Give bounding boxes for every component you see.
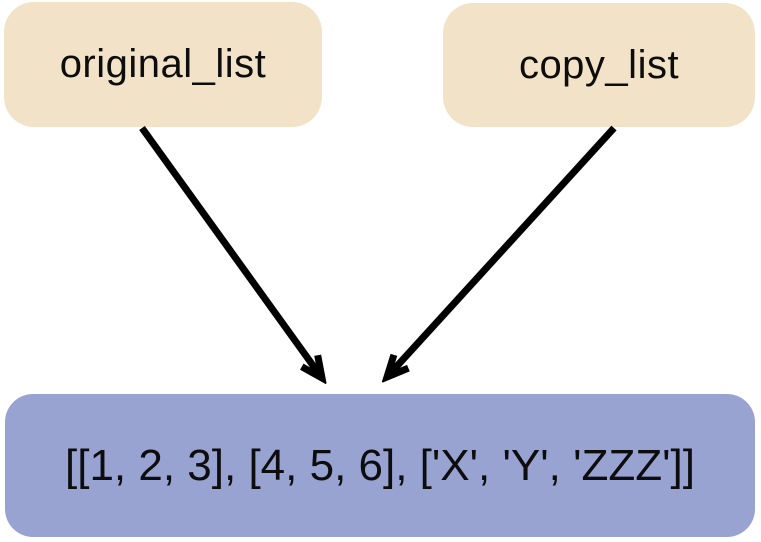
node-original-list-label: original_list <box>59 42 267 86</box>
node-copy-list: copy_list <box>443 3 755 127</box>
node-original-list: original_list <box>4 2 322 127</box>
arrow-original-to-list-icon <box>139 125 322 378</box>
arrow-copy-to-list-icon <box>387 125 617 377</box>
node-list-object: [[1, 2, 3], [4, 5, 6], ['X', 'Y', 'ZZZ']… <box>5 394 755 537</box>
node-list-object-label: [[1, 2, 3], [4, 5, 6], ['X', 'Y', 'ZZZ']… <box>65 440 695 490</box>
node-copy-list-label: copy_list <box>518 42 680 87</box>
